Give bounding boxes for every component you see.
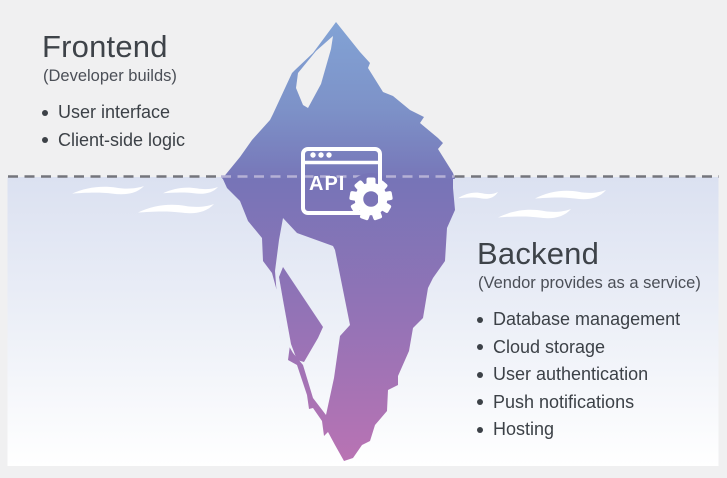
backend-list: Database management Cloud storage User a… xyxy=(477,306,701,444)
window-dots-icon xyxy=(310,152,332,158)
backend-title: Backend xyxy=(477,236,600,271)
list-item-label: Hosting xyxy=(493,419,555,439)
bullet-icon xyxy=(477,316,483,323)
bullet-icon xyxy=(42,109,48,116)
list-item: Push notifications xyxy=(477,389,701,417)
list-item: Client-side logic xyxy=(42,127,185,155)
iceberg-facet-peak xyxy=(296,36,333,108)
backend-subtitle: (Vendor provides as a service) xyxy=(478,274,701,292)
list-item-label: Push notifications xyxy=(493,391,635,412)
list-item: Hosting xyxy=(477,416,701,444)
list-item: Cloud storage xyxy=(477,334,701,362)
list-item: User interface xyxy=(42,99,185,127)
frontend-list: User interface Client-side logic xyxy=(42,99,185,154)
list-item-label: User interface xyxy=(58,102,171,122)
list-item-label: Client-side logic xyxy=(58,129,186,150)
iceberg-above-water xyxy=(222,22,455,179)
list-item: Database management xyxy=(477,306,701,334)
frontend-title: Frontend xyxy=(42,29,168,64)
frontend-subtitle: (Developer builds) xyxy=(43,67,177,85)
bullet-icon xyxy=(477,344,483,351)
list-item: User authentication xyxy=(477,361,701,389)
bullet-icon xyxy=(477,371,483,378)
backend-section: Backend (Vendor provides as a service) D… xyxy=(477,236,701,444)
api-label: API xyxy=(309,173,345,195)
list-item-label: User authentication xyxy=(493,364,649,384)
bullet-icon xyxy=(477,399,483,406)
frontend-section: Frontend (Developer builds) User interfa… xyxy=(42,29,185,154)
iceberg-facet-inner-sliver xyxy=(279,267,323,362)
list-item-label: Database management xyxy=(493,309,681,329)
browser-window-frame xyxy=(301,147,382,215)
bullet-icon xyxy=(42,137,48,144)
api-browser-window-icon: API xyxy=(301,147,397,225)
list-item-label: Cloud storage xyxy=(493,336,606,357)
bullet-icon xyxy=(477,426,483,433)
gear-icon xyxy=(349,177,393,221)
